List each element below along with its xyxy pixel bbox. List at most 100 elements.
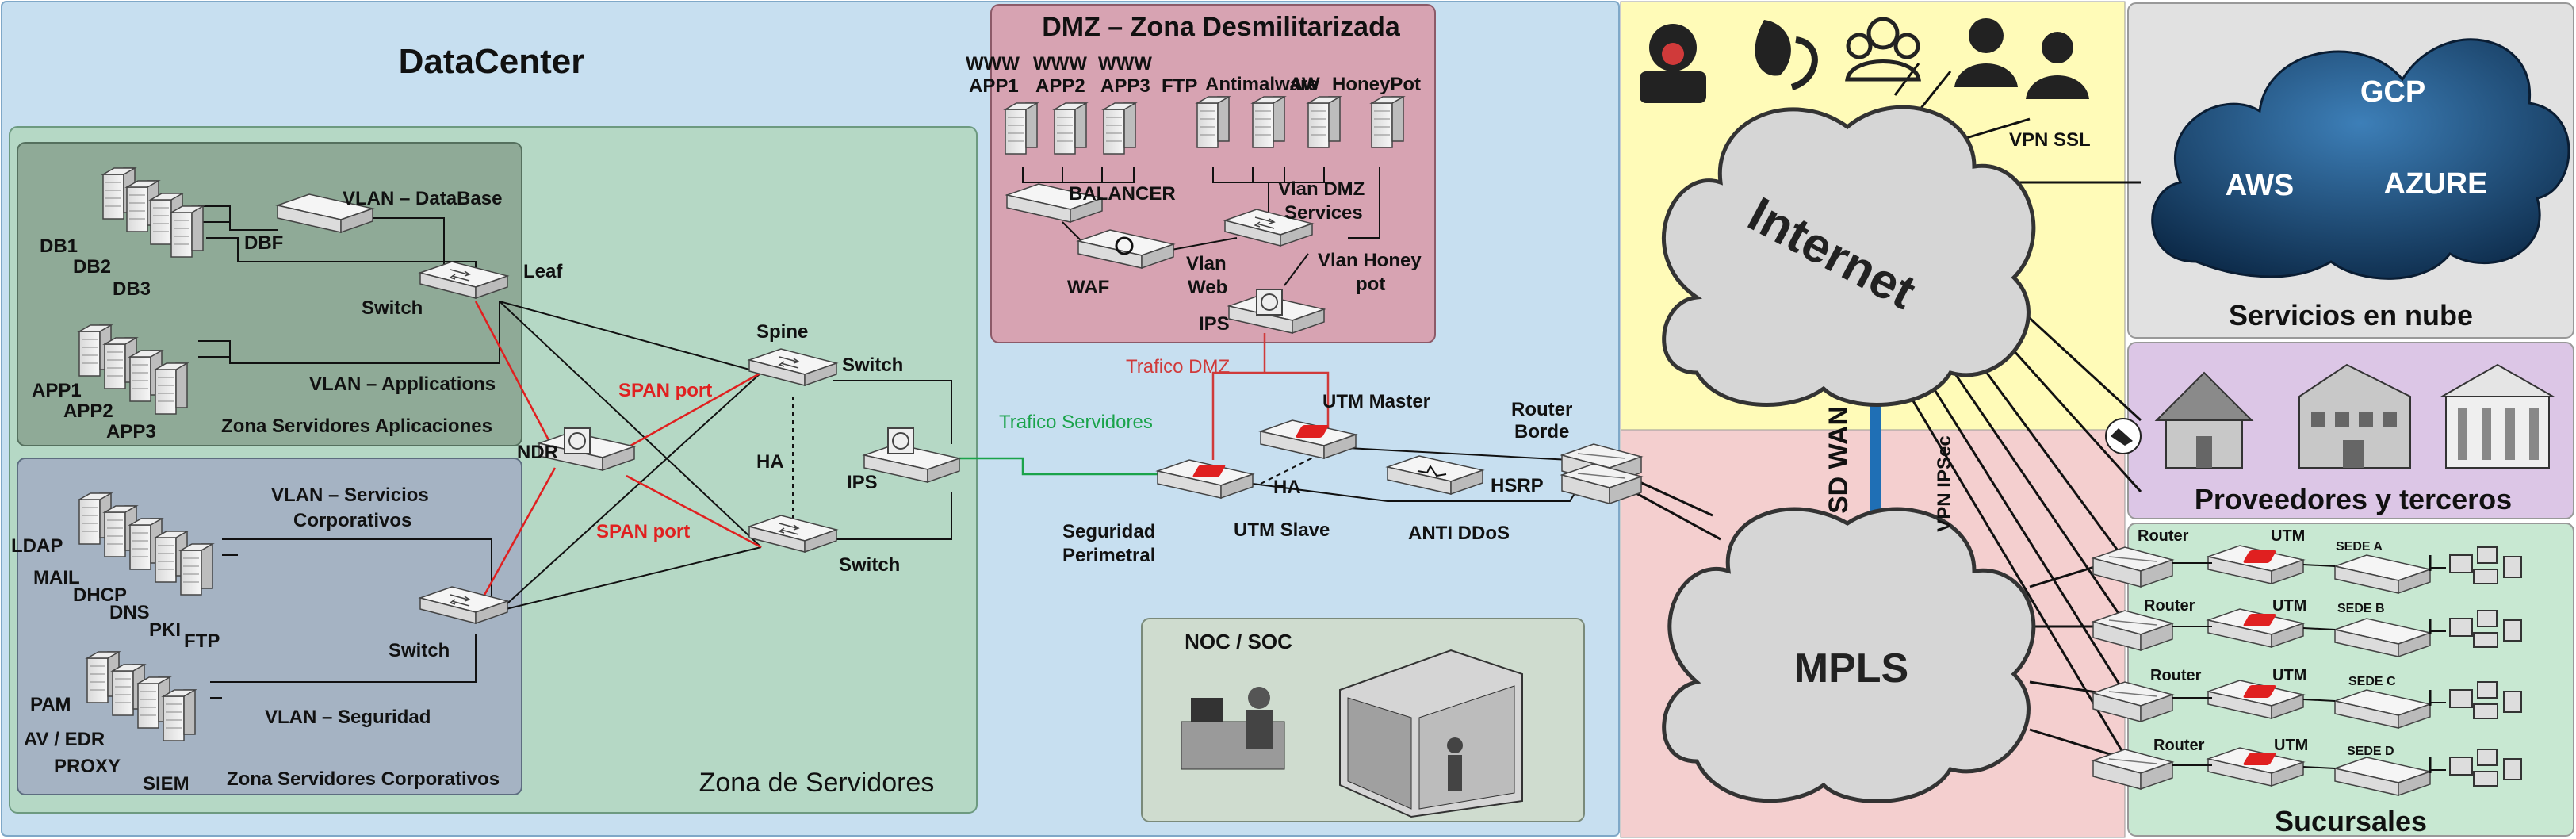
traffic-dmz-line [1211,333,1330,460]
spine-label: Spine [756,321,808,343]
utm-slave-label: UTM Slave [1234,519,1330,541]
gear-icon [1115,236,1134,255]
vlan-web-label: Vlan [1186,253,1227,274]
vlan-web-label: Web [1188,277,1227,298]
corp-server-label: MAIL [33,567,80,588]
servers-zone-title: Zona de Servidores [699,768,935,798]
sdwan-label: SD WAN [1824,406,1854,514]
www-label: WWW [1033,53,1087,75]
dbf-label: DBF [244,232,283,254]
db-server-label: DB3 [113,278,151,300]
building-icon [2298,363,2411,469]
switch-label: Switch [389,640,450,661]
corp-server-label: DHCP [73,584,127,606]
datacenter-title: DataCenter [399,42,585,81]
utm-master-label: UTM Master [1322,391,1430,412]
branch-router-label: Router [2144,597,2195,615]
vlan-apps-label: VLAN – Applications [309,374,496,395]
branch-utm-label: UTM [2271,527,2305,545]
datacenter-racks-icon [1339,649,1523,818]
branch-utm-label: UTM [2272,667,2306,684]
vlan-corp-label: Corporativos [293,510,411,531]
noc-title: NOC / SOC [1185,630,1292,653]
business-woman-icon [2026,32,2089,99]
sec-server-label: PAM [30,694,71,715]
dmz-service-servers [1196,96,1341,148]
vlan-corp-label: VLAN – Servicios [271,485,429,506]
sec-server-label: SIEM [143,773,189,795]
mpls-label: MPLS [1794,646,1908,692]
dmz-app-label: APP2 [1035,75,1085,97]
dmz-title: DMZ – Zona Desmilitarizada [1042,12,1401,42]
traffic-servers-line [959,457,1166,476]
dmz-web-servers [1005,102,1136,155]
sede-label: SEDE B [2337,602,2385,615]
sec-server-label: PROXY [54,756,121,777]
azure-label: AZURE [2384,167,2488,201]
gcp-label: GCP [2360,75,2425,109]
corp-server-label: LDAP [11,535,63,557]
ips-sensor-icon [887,427,914,454]
ips-label: IPS [847,472,878,493]
branch-router-label: Router [2138,527,2189,545]
borde-label: Borde [1514,421,1569,442]
sede-label: SEDE C [2348,675,2396,688]
traffic-servers-label: Trafico Servidores [999,412,1153,433]
bank-icon [2439,363,2556,469]
dmz-app-label: APP1 [969,75,1019,97]
switch-label: Switch [362,297,423,319]
public-cloud-icon [2151,38,2570,280]
vlan-dmz-label: Vlan DMZ [1278,178,1365,200]
handshake-icon [2105,418,2142,454]
vlan-honey-label: Vlan Honey [1318,250,1422,271]
www-label: WWW [966,53,1020,75]
vpn-ssl-label: VPN SSL [2009,129,2091,151]
dmz-app-label: APP3 [1100,75,1150,97]
ips-sensor-icon [1261,293,1278,311]
ndr-sensor-icon [564,427,591,454]
corp-server-label: DNS [109,602,150,623]
internet-cloud [1662,105,2036,407]
router-label: Router [1511,399,1572,420]
corp-server-label: PKI [149,619,181,641]
ndr-label: NDR [517,442,558,463]
switch-label: Switch [842,354,903,376]
sede-label: SEDE A [2336,540,2383,554]
sec-server-label: AV / EDR [24,729,105,750]
providers-zone-title: Proveedores y terceros [2195,483,2512,515]
vlan-dmz-label: Services [1284,202,1363,224]
house-icon [2154,371,2254,469]
apps-zone-title: Zona Servidores Aplicaciones [221,416,492,437]
business-user-icon [1954,18,2018,87]
branch-router-label: Router [2150,667,2202,684]
branches-zone-title: Sucursales [2275,805,2427,837]
app-server-label: APP1 [32,380,82,401]
span-port-label-1: SPAN port [618,380,712,401]
db-server-label: DB1 [40,236,78,257]
server-zone-links [198,205,952,699]
balancer-label: BALANCER [1069,183,1176,205]
ftp-label: FTP [1162,75,1197,97]
db-server-label: DB2 [73,256,111,278]
ips-label: IPS [1199,313,1230,335]
anti-ddos-label: ANTI DDoS [1408,523,1510,544]
honeypot-server [1371,96,1404,148]
switch-label: Switch [839,554,900,576]
hsrp-label: HSRP [1491,475,1544,496]
users-group-icon [1845,17,1921,82]
operator-desk-icon [1181,687,1285,770]
vlan-honey-label: pot [1356,274,1385,295]
anonymous-mask-icon [1755,20,1818,90]
app-server-label: APP2 [63,400,113,422]
antimalware-label: Antimalware [1205,74,1319,95]
ndr-sensor-icon [568,432,586,450]
sede-label: SEDE D [2347,745,2394,758]
ha-label: HA [756,451,784,473]
aws-label: AWS [2226,169,2295,202]
corp-server-label: FTP [184,630,220,652]
ddos-icon [1417,465,1447,477]
span-port-label-2: SPAN port [596,521,690,542]
vlan-db-label: VLAN – DataBase [343,188,502,209]
security-label: Perimetral [1062,545,1155,566]
wan-links [1617,63,2142,770]
